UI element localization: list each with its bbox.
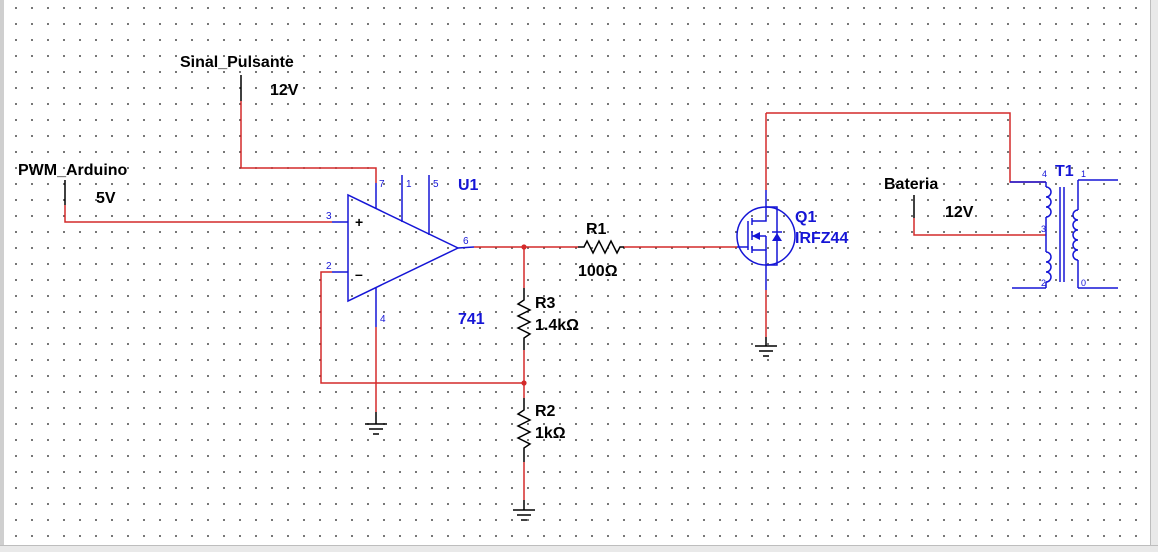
left-border [0, 0, 4, 551]
opamp-pin7-label: 7 [379, 179, 385, 190]
mosfet-model: IRFZ44 [795, 230, 848, 247]
transformer-pin3-label: 3 [1041, 224, 1046, 234]
pulse-source-value: 12V [270, 82, 299, 99]
transformer-primary-upper-coil [1045, 186, 1052, 218]
transformer-pin1-label: 1 [1081, 169, 1086, 179]
mosfet-q1[interactable]: Q1 IRFZ44 [736, 190, 848, 290]
opamp-minus-sign: – [355, 266, 363, 282]
resistor-r3[interactable]: R3 1.4kΩ [516, 288, 579, 350]
junction-node [521, 380, 527, 386]
transformer-t1[interactable]: 4 3 2 1 0 T1 [1010, 163, 1118, 289]
vertical-scrollbar[interactable] [1150, 0, 1158, 551]
horizontal-scrollbar[interactable] [0, 545, 1158, 552]
wire-pwm-to-u1 [64, 205, 332, 223]
resistor-r3-body [516, 288, 532, 350]
transformer-pin0-label: 0 [1081, 278, 1086, 288]
opamp-plus-sign: + [355, 214, 363, 230]
pwm-source-value: 5V [96, 190, 116, 207]
junction-node [521, 244, 527, 250]
opamp-model: 741 [458, 311, 485, 328]
resistor-r1-value: 100Ω [578, 263, 618, 280]
resistor-r1-body [578, 239, 624, 255]
resistor-r1-ref: R1 [586, 221, 607, 238]
opamp-pin3-label: 3 [326, 211, 332, 222]
battery-source-value: 12V [945, 204, 974, 221]
transformer-primary-lower-coil [1045, 251, 1052, 283]
wire-pulse-to-u1 [240, 101, 377, 183]
opamp-pin6-label: 6 [463, 236, 469, 247]
opamp-u1[interactable]: + – 3 2 6 7 1 5 4 U1 741 [326, 175, 485, 328]
mosfet-arrow [752, 232, 760, 240]
transformer-ref: T1 [1055, 163, 1074, 180]
mosfet-diode-triangle [772, 233, 782, 241]
wire-battery-to-t1 [913, 218, 1046, 236]
opamp-pin1-label: 1 [406, 179, 412, 190]
opamp-pin6-lead [457, 246, 475, 249]
resistor-r3-value: 1.4kΩ [535, 317, 579, 334]
opamp-pin2-label: 2 [326, 261, 332, 272]
ground-symbol [513, 509, 535, 521]
mosfet-ref: Q1 [795, 209, 816, 226]
transformer-pin4-label: 4 [1042, 169, 1047, 179]
opamp-triangle [347, 193, 460, 303]
pulse-source-name: Sinal_Pulsante [180, 54, 294, 71]
pulse-source[interactable]: Sinal_Pulsante 12V [180, 54, 299, 101]
resistor-r2-value: 1kΩ [535, 425, 566, 442]
battery-source-name: Bateria [884, 176, 938, 193]
resistor-r2-body [516, 398, 532, 462]
battery-source[interactable]: Bateria 12V [884, 176, 974, 221]
transformer-pin2-label: 2 [1041, 278, 1046, 288]
opamp-ref: U1 [458, 177, 479, 194]
mosfet-drain-conn [752, 207, 767, 222]
transformer-secondary-coil [1072, 209, 1079, 261]
resistor-r2[interactable]: R2 1kΩ [516, 398, 566, 462]
resistor-r3-ref: R3 [535, 295, 556, 312]
opamp-pin5-label: 5 [433, 179, 439, 190]
pwm-source[interactable]: PWM_Arduino 5V [18, 162, 128, 207]
ground-symbol [755, 345, 777, 357]
ground-symbol [365, 423, 387, 435]
opamp-pin4-label: 4 [380, 314, 386, 325]
pwm-source-name: PWM_Arduino [18, 162, 128, 179]
resistor-r2-ref: R2 [535, 403, 556, 420]
wire-feedback [320, 271, 524, 384]
wire-drain-to-t1 [766, 112, 1046, 183]
resistor-r1[interactable]: R1 100Ω [578, 221, 624, 280]
